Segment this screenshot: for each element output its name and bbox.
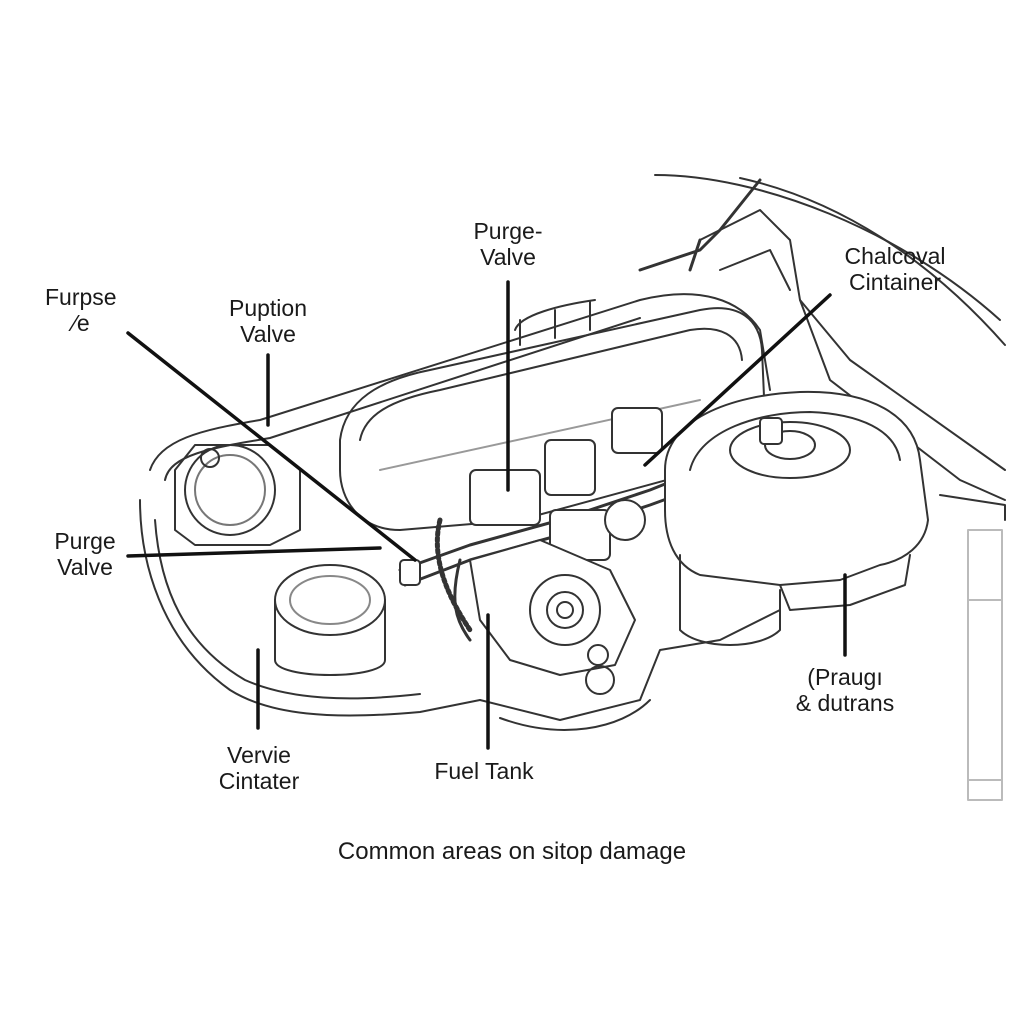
label-praugt-dutrans-line1: (Praugı: [807, 664, 883, 690]
label-purge-valve-left-line2: Valve: [57, 554, 113, 580]
label-fuel-tank: Fuel Tank: [414, 758, 554, 784]
charcoal-container: [664, 390, 929, 646]
label-furpse-line1: Furpse: [45, 284, 117, 310]
label-purge-valve-left: Purge Valve: [40, 528, 130, 580]
label-puption-valve: Puption Valve: [210, 295, 326, 347]
label-praugt-dutrans-line2: & dutrans: [795, 690, 895, 716]
leader-furpse: [126, 331, 417, 562]
label-chalcoval-cintainer-line1: Chalcoval: [844, 243, 946, 269]
left-gauge-housing: [174, 444, 301, 546]
pump-assembly: [469, 539, 636, 695]
label-puption-valve-line1: Puption: [228, 295, 307, 321]
label-purge-valve-top: Purge- Valve: [450, 218, 566, 270]
label-vervie-cintater: Vervie Cintater: [196, 742, 322, 794]
label-chalcoval-cintainer-line2: Cintainer: [848, 269, 942, 295]
leader-chalcoval-cintainer: [643, 293, 832, 467]
label-furpse-line2: ⁄e: [73, 310, 90, 336]
valve-cluster: [399, 407, 663, 586]
label-praugt-dutrans: (Praugı & dutrans: [770, 664, 920, 716]
label-purge-valve-left-line1: Purge: [54, 528, 116, 554]
diagram-caption: Common areas on sitop damage: [337, 838, 687, 865]
label-fuel-tank-line1: Fuel Tank: [434, 758, 534, 784]
cylinder-canister: [274, 564, 386, 676]
label-furpse: Furpse ⁄e: [45, 284, 117, 336]
leader-purge-valve-left: [126, 546, 382, 558]
label-chalcoval-cintainer: Chalcoval Cintainer: [825, 243, 965, 295]
label-purge-valve-top-line1: Purge-: [473, 218, 543, 244]
label-puption-valve-line2: Valve: [240, 321, 296, 347]
label-vervie-cintater-line2: Cintater: [218, 768, 300, 794]
label-vervie-cintater-line1: Vervie: [227, 742, 291, 768]
label-purge-valve-top-line2: Valve: [480, 244, 536, 270]
